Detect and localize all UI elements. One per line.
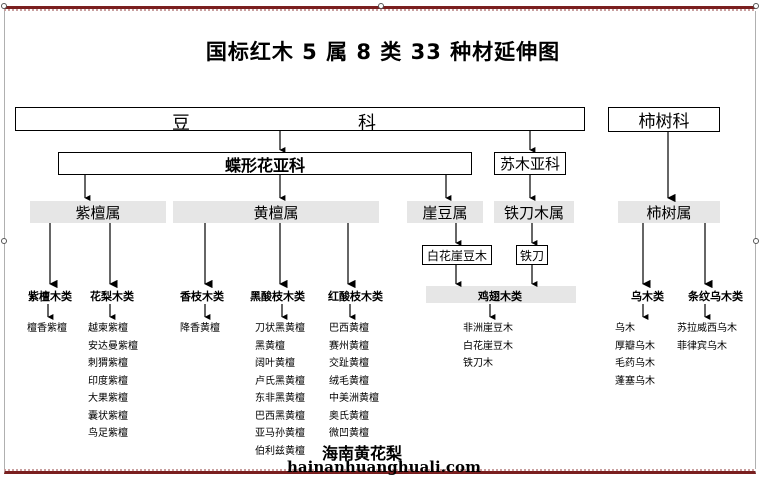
species-list-wumu: 乌木 厚瓣乌木 毛药乌木 蓬塞乌木 [615, 320, 655, 390]
category-hongsuanzhi: 红酸枝木类 [328, 290, 383, 303]
species-item: 毛药乌木 [615, 358, 655, 369]
species-item: 东非黑黄檀 [255, 393, 305, 404]
species-item: 越柬紫檀 [88, 323, 128, 334]
category-wumu: 乌木类 [631, 290, 664, 303]
species-item: 安达曼紫檀 [88, 340, 138, 352]
species-item: 黑黄檀 [255, 340, 285, 352]
genus-diospyros: 柿树属 [618, 201, 720, 223]
resize-handle-tr[interactable] [753, 3, 759, 9]
family-fabaceae-box [15, 107, 585, 131]
species-list-tiaowen: 苏拉威西乌木 菲律宾乌木 [677, 320, 737, 355]
species-item: 赛州黄檀 [329, 340, 369, 352]
genus-millettia: 崖豆属 [407, 201, 483, 223]
species-list-xiangzhi: 降香黄檀 [180, 320, 220, 338]
tag-baihua-yadoumu: 白花崖豆木 [422, 245, 492, 265]
resize-handle-tl[interactable] [1, 3, 7, 9]
species-item: 卢氏黑黄檀 [255, 375, 305, 387]
species-item: 厚瓣乌木 [615, 340, 655, 352]
species-item: 奥氏黄檀 [329, 410, 369, 422]
species-item: 刀状黑黄檀 [255, 323, 305, 334]
family-fabaceae-label-2: 科 [358, 113, 376, 134]
resize-handle-tm[interactable] [378, 3, 384, 9]
family-ebenaceae-box: 柿树科 [608, 107, 720, 132]
species-item: 亚马孙黄檀 [255, 428, 305, 439]
family-fabaceae-label-1: 豆 [172, 113, 190, 134]
species-item: 印度紫檀 [88, 375, 128, 387]
species-item: 巴西黑黄檀 [255, 410, 305, 422]
species-item: 蓬塞乌木 [615, 375, 655, 387]
category-heisuanzhi: 黑酸枝木类 [250, 290, 305, 303]
species-list-heisuanzhi: 刀状黑黄檀 黑黄檀 阔叶黄檀 卢氏黑黄檀 东非黑黄檀 巴西黑黄檀 亚马孙黄檀 伯… [255, 320, 305, 460]
category-jichi-bg [426, 286, 576, 303]
species-list-zitan: 檀香紫檀 [27, 320, 67, 338]
species-item: 阔叶黄檀 [255, 358, 295, 369]
species-item: 交趾黄檀 [329, 358, 369, 369]
species-item: 鸟足紫檀 [88, 428, 128, 439]
species-item: 降香黄檀 [180, 323, 220, 334]
frame-stripe-top [4, 9, 756, 11]
species-item: 囊状紫檀 [88, 410, 128, 422]
category-tiaowen: 条纹乌木类 [688, 290, 743, 303]
diagram-title: 国标红木 5 属 8 类 33 种材延伸图 [205, 40, 561, 64]
resize-handle-ml[interactable] [1, 238, 7, 244]
frame-stripe-bottom [4, 469, 756, 471]
species-item: 伯利兹黄檀 [255, 445, 305, 457]
species-list-huali: 越柬紫檀 安达曼紫檀 刺猬紫檀 印度紫檀 大果紫檀 囊状紫檀 鸟足紫檀 [88, 320, 138, 443]
species-item: 苏拉威西乌木 [677, 323, 737, 334]
category-jichi: 鸡翅木类 [478, 290, 522, 303]
species-list-hongsuanzhi: 巴西黄檀 赛州黄檀 交趾黄檀 绒毛黄檀 中美洲黄檀 奥氏黄檀 微凹黄檀 [329, 320, 379, 443]
species-item: 微凹黄檀 [329, 428, 369, 439]
watermark-name: 海南黄花梨 [322, 444, 403, 463]
resize-handle-mr[interactable] [753, 238, 759, 244]
species-item: 铁刀木 [463, 358, 493, 369]
species-item: 大果紫檀 [88, 393, 128, 404]
watermark-site: hainanhuanghuali.com [287, 458, 481, 476]
genus-pterocarpus: 紫檀属 [30, 201, 166, 223]
category-huali: 花梨木类 [90, 290, 134, 303]
species-item: 菲律宾乌木 [677, 340, 727, 352]
species-item: 中美洲黄檀 [329, 393, 379, 404]
category-zitan: 紫檀木类 [28, 290, 72, 303]
species-item: 非洲崖豆木 [463, 323, 513, 334]
genus-dalbergia: 黄檀属 [173, 201, 379, 223]
species-list-jichi: 非洲崖豆木 白花崖豆木 铁刀木 [463, 320, 513, 373]
genus-cassia: 铁刀木属 [494, 201, 574, 223]
species-item: 绒毛黄檀 [329, 375, 369, 387]
species-item: 乌木 [615, 323, 635, 334]
category-xiangzhi: 香枝木类 [180, 290, 224, 303]
species-item: 巴西黄檀 [329, 323, 369, 334]
species-item: 檀香紫檀 [27, 323, 67, 334]
species-item: 白花崖豆木 [463, 340, 513, 352]
subfamily-papilionoideae-box: 蝶形花亚科 [58, 152, 472, 175]
species-item: 刺猬紫檀 [88, 358, 128, 369]
